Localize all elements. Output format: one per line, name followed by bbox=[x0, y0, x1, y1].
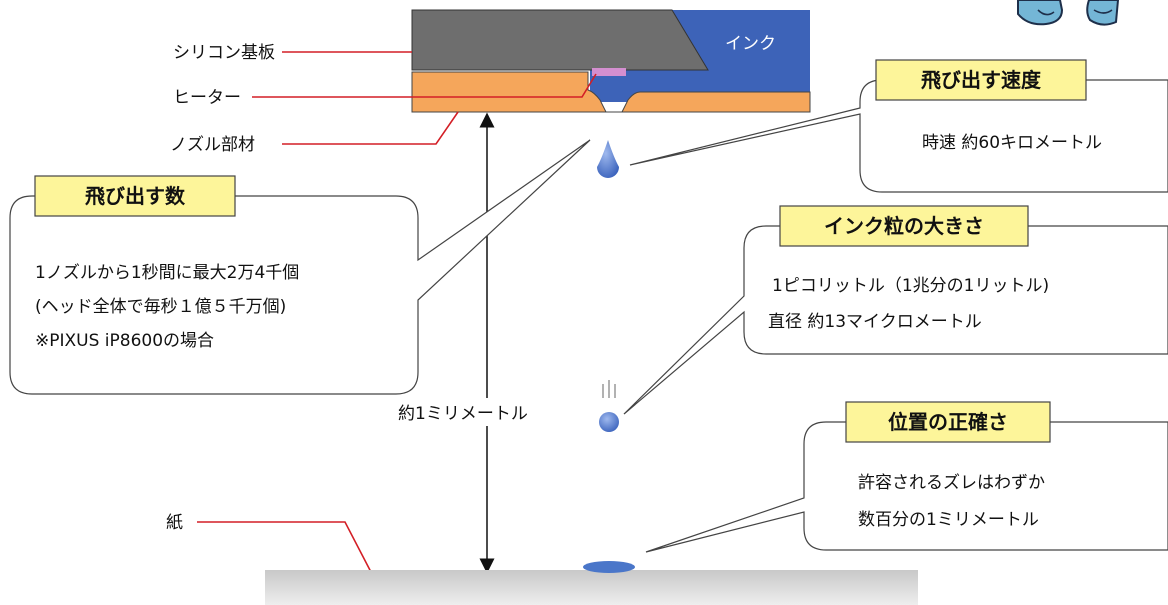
callout-size: インク粒の大きさ 1ピコリットル（1兆分の1リットル) 直径 約13マイクロメー… bbox=[623, 205, 1168, 415]
ink-drops bbox=[583, 140, 635, 573]
svg-text:ノズル部材: ノズル部材 bbox=[170, 135, 255, 155]
svg-text:数百分の1ミリメートル: 数百分の1ミリメートル bbox=[858, 510, 1039, 530]
callout-accuracy: 位置の正確さ 許容されるズレはわずか 数百分の1ミリメートル bbox=[645, 401, 1168, 553]
svg-text:シリコン基板: シリコン基板 bbox=[173, 43, 275, 63]
svg-text:位置の正確さ: 位置の正確さ bbox=[888, 410, 1008, 434]
callout-count: 飛び出す数 1ノズルから1秒間に最大2万4千個 (ヘッド全体で毎秒１億５千万個)… bbox=[9, 139, 591, 395]
svg-text:飛び出す速度: 飛び出す速度 bbox=[921, 68, 1042, 92]
drop-icon bbox=[597, 140, 619, 178]
drop-icon bbox=[583, 561, 635, 573]
svg-text:1ノズルから1秒間に最大2万4千個: 1ノズルから1秒間に最大2万4千個 bbox=[35, 263, 299, 283]
svg-text:飛び出す数: 飛び出す数 bbox=[85, 184, 186, 208]
svg-text:紙: 紙 bbox=[166, 513, 183, 533]
ink-label: インク bbox=[725, 34, 776, 54]
motion-lines-icon bbox=[602, 380, 616, 398]
svg-text:インク粒の大きさ: インク粒の大きさ bbox=[824, 214, 984, 238]
svg-text:※PIXUS iP8600の場合: ※PIXUS iP8600の場合 bbox=[35, 331, 214, 351]
distance-label: 約1ミリメートル bbox=[398, 404, 528, 424]
label-paper: 紙 bbox=[166, 513, 373, 575]
heater bbox=[592, 68, 626, 76]
callout-speed: 飛び出す速度 時速 約60キロメートル bbox=[629, 59, 1168, 193]
svg-text:ヒーター: ヒーター bbox=[173, 88, 241, 108]
print-head: インク bbox=[411, 9, 811, 113]
svg-text:時速 約60キロメートル: 時速 約60キロメートル bbox=[922, 133, 1102, 153]
label-silicon-substrate: シリコン基板 bbox=[173, 43, 412, 63]
label-heater: ヒーター bbox=[173, 73, 597, 108]
label-nozzle-member: ノズル部材 bbox=[170, 111, 459, 155]
svg-text:直径 約13マイクロメートル: 直径 約13マイクロメートル bbox=[768, 312, 982, 332]
svg-text:1ピコリットル（1兆分の1リットル): 1ピコリットル（1兆分の1リットル) bbox=[772, 276, 1049, 296]
nozzle-member-right bbox=[621, 91, 811, 113]
nozzle-member bbox=[411, 71, 607, 113]
distance-arrow: 約1ミリメートル bbox=[392, 112, 588, 574]
drop-icon bbox=[599, 412, 619, 432]
paper-sheet bbox=[265, 570, 918, 605]
silicon-substrate bbox=[411, 9, 709, 71]
svg-text:許容されるズレはわずか: 許容されるズレはわずか bbox=[858, 473, 1045, 493]
mascot-icon bbox=[1017, 0, 1120, 26]
svg-text:(ヘッド全体で毎秒１億５千万個): (ヘッド全体で毎秒１億５千万個) bbox=[35, 297, 286, 317]
